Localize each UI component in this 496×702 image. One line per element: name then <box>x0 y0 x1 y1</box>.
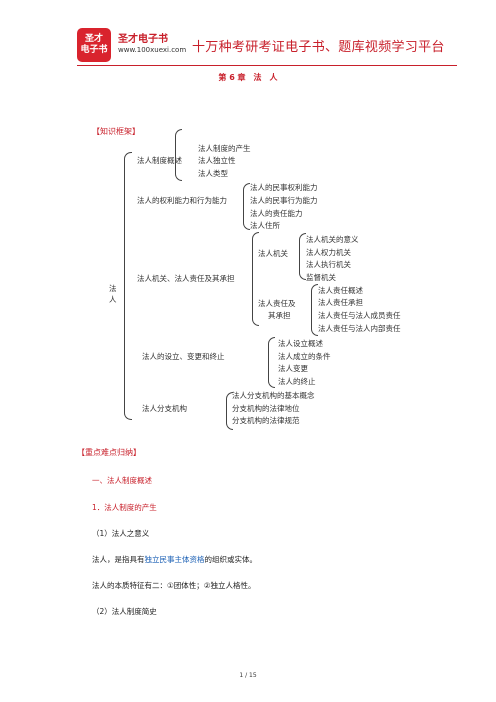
leaf: 法人的终止 <box>278 377 316 386</box>
leaf: 法人成立的条件 <box>278 352 331 361</box>
leaf: 法人执行机关 <box>306 260 351 269</box>
paragraph-features: 法人的本质特征有二：①团体性；②独立人格性。 <box>92 581 256 590</box>
page-header: 圣才 电子书 圣才电子书 www.100xuexi.com 十万种考研考证电子书… <box>77 28 457 62</box>
root-bracket <box>124 152 132 420</box>
leaf: 法人住所 <box>250 221 280 230</box>
leaf: 法人责任概述 <box>318 286 363 295</box>
leaf: 法人设立概述 <box>278 339 323 348</box>
text: 法人，是指具有 <box>92 555 145 564</box>
leaf: 监督机关 <box>306 273 336 282</box>
item-heading: （1）法人之意义 <box>92 529 150 538</box>
item-heading: （2）法人制度简史 <box>92 607 157 616</box>
subsection-heading: 1．法人制度的产生 <box>92 503 157 512</box>
section-heading: 一、法人制度概述 <box>92 476 152 485</box>
leaf: 法人分支机构的基本概念 <box>232 391 315 400</box>
sub-organs-bracket <box>299 233 306 280</box>
branch-establishment-bracket <box>268 337 275 388</box>
leaf: 法人的民事权利能力 <box>250 183 318 192</box>
leaf: 法人责任与法人内部责任 <box>318 324 401 333</box>
leaf: 法人类型 <box>198 169 228 178</box>
branch-capacity: 法人的权利能力和行为能力 <box>137 196 227 205</box>
publisher-logo: 圣才 电子书 <box>77 28 111 62</box>
leaf: 法人责任承担 <box>318 298 363 307</box>
branch-branches-bracket <box>226 392 233 430</box>
branch-overview: 法人制度概述 <box>137 156 182 165</box>
leaf: 法人制度的产生 <box>198 144 251 153</box>
leaf: 法人独立性 <box>198 156 236 165</box>
sub-organs: 法人机关 <box>258 249 288 258</box>
brand-name: 圣才电子书 <box>118 34 168 45</box>
sub-liability-1: 法人责任及 <box>258 299 296 308</box>
key-points-heading: 【重点难点归纳】 <box>77 448 141 457</box>
leaf: 法人的民事行为能力 <box>250 196 318 205</box>
leaf: 法人责任与法人成员责任 <box>318 311 401 320</box>
header-slogan: 十万种考研考证电子书、题库视频学习平台 <box>192 40 445 55</box>
leaf: 法人变更 <box>278 364 308 373</box>
sub-liability-2: 其承担 <box>268 311 291 320</box>
root-label: 法 人 <box>109 284 117 304</box>
branch-capacity-bracket <box>243 183 250 230</box>
leaf: 法人权力机关 <box>306 248 351 257</box>
leaf: 法人的责任能力 <box>250 209 303 218</box>
paragraph-definition: 法人，是指具有独立民事主体资格的组织或实体。 <box>92 554 257 565</box>
text: 的组织或实体。 <box>204 555 258 564</box>
logo-text-1: 圣才 <box>84 34 103 44</box>
highlight-term: 独立民事主体资格 <box>144 555 205 564</box>
logo-text-2: 电子书 <box>80 45 108 55</box>
branch-organs: 法人机关、法人责任及其承担 <box>137 274 235 283</box>
branch-establishment: 法人的设立、变更和终止 <box>142 352 225 361</box>
header-divider <box>77 65 457 66</box>
chapter-title: 第 6 章 法 人 <box>218 73 278 82</box>
leaf: 法人机关的意义 <box>306 235 359 244</box>
branch-overview-bracket <box>175 129 182 181</box>
page-number: 1 / 15 <box>239 672 257 679</box>
framework-heading: 【知识框架】 <box>92 127 140 136</box>
brand-url[interactable]: www.100xuexi.com <box>118 46 187 54</box>
sub-liability-bracket <box>311 284 318 336</box>
leaf: 分支机构的法律地位 <box>232 404 300 413</box>
branch-organs-bracket <box>252 232 259 326</box>
branch-branches: 法人分支机构 <box>142 404 187 413</box>
leaf: 分支机构的法律规范 <box>232 416 300 425</box>
